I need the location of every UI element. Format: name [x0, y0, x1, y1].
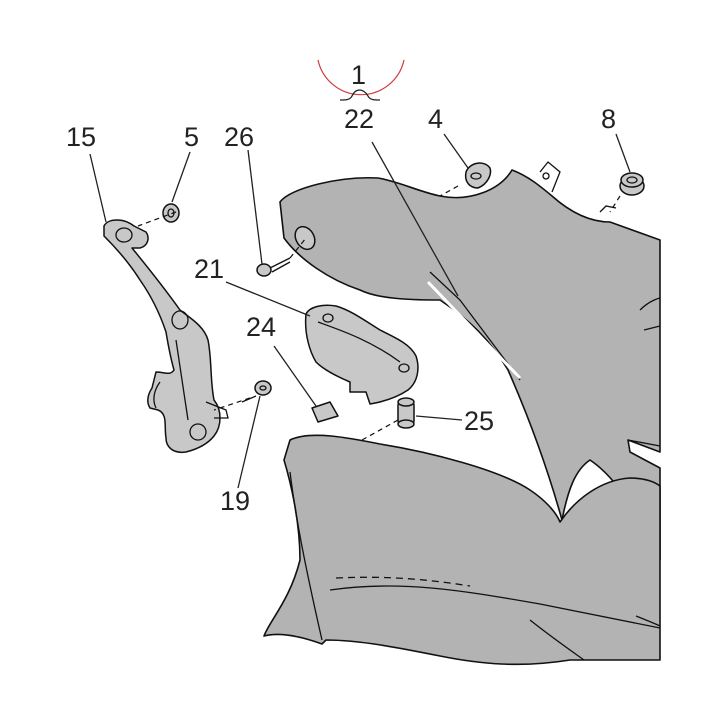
lower-fairing-panel: [263, 434, 661, 666]
callout-5: 5: [184, 122, 199, 152]
callout-24: 24: [246, 312, 276, 342]
assembly-axis-lines: [137, 185, 621, 441]
screw-26: [256, 257, 291, 277]
callout-leader-lines: [89, 89, 631, 489]
panel-seam-line: [426, 280, 522, 380]
callout-26: 26: [224, 122, 254, 152]
callout-25: 25: [464, 406, 494, 436]
group-highlight-circle: [317, 59, 405, 96]
callout-15: 15: [66, 122, 96, 152]
rubber-grommet: [464, 162, 492, 189]
callout-22: 22: [344, 104, 374, 134]
nut: [619, 172, 645, 196]
callout-4: 4: [428, 104, 443, 134]
spacer-bushing: [397, 397, 415, 429]
callout-19: 19: [220, 486, 250, 516]
screw-19: [241, 380, 272, 403]
callout-group-1: 1: [351, 60, 366, 90]
cover-piece: [304, 304, 419, 405]
adhesive-pad: [311, 401, 339, 423]
callout-21: 21: [194, 254, 224, 284]
callout-8: 8: [601, 104, 616, 134]
mounting-bracket: [103, 219, 229, 454]
washer: [162, 203, 180, 223]
